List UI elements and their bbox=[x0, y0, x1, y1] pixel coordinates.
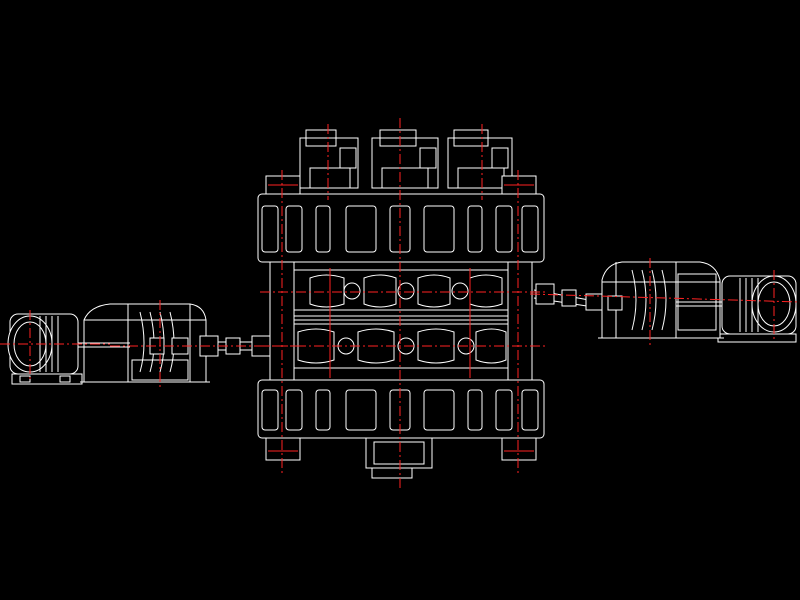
mill-stand bbox=[257, 129, 545, 479]
right-motor bbox=[717, 275, 797, 343]
right-gearbox bbox=[598, 261, 724, 339]
centerlines bbox=[0, 118, 800, 488]
screwdown-center bbox=[371, 129, 439, 189]
left-motor bbox=[7, 313, 83, 385]
screwdown-left bbox=[299, 129, 359, 189]
left-gearbox bbox=[80, 303, 210, 383]
screwdown-right bbox=[447, 129, 513, 189]
right-post bbox=[507, 261, 533, 381]
upper-roll-row bbox=[293, 269, 509, 311]
bottom-drive bbox=[365, 437, 433, 479]
